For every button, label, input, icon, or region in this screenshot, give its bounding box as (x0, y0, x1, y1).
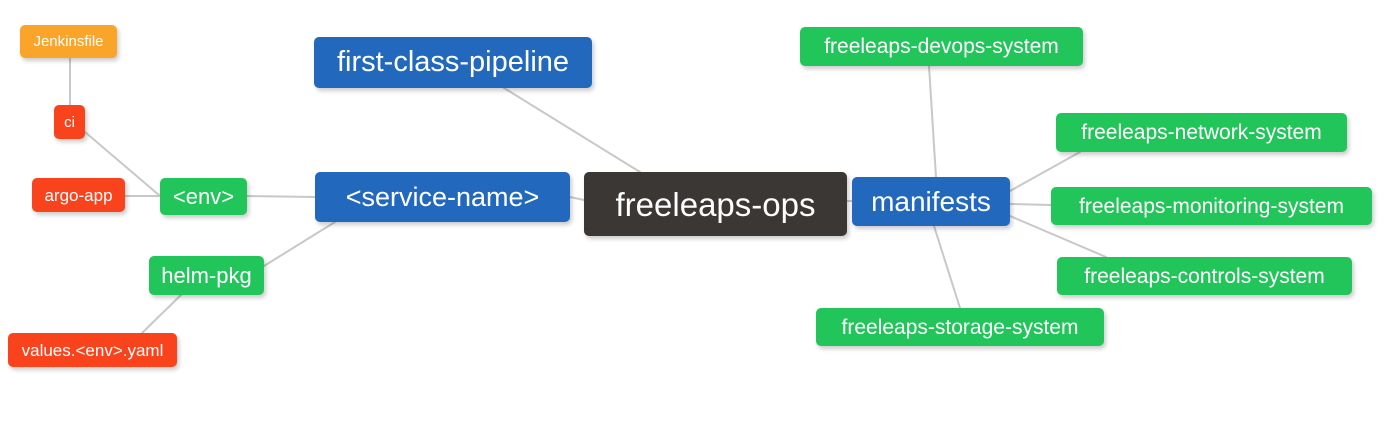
node-ci[interactable]: ci (54, 105, 85, 139)
node-manifests[interactable]: manifests (852, 177, 1010, 226)
node-label-helm-pkg: helm-pkg (161, 262, 252, 288)
node-values-yaml[interactable]: values.<env>.yaml (8, 333, 177, 367)
node-freeleaps-ops[interactable]: freeleaps-ops (584, 172, 847, 236)
node-env[interactable]: <env> (160, 178, 247, 215)
node-first-class-pipeline[interactable]: first-class-pipeline (314, 37, 592, 88)
edge-helm-pkg-to-values-yaml (141, 293, 183, 334)
edge-manifests-to-freeleaps-monitoring-system (1009, 203, 1052, 206)
node-freeleaps-storage-system[interactable]: freeleaps-storage-system (816, 308, 1104, 346)
node-label-manifests: manifests (871, 185, 991, 217)
node-label-freeleaps-storage-system: freeleaps-storage-system (841, 315, 1079, 339)
edge-first-class-pipeline-to-freeleaps-ops (503, 87, 641, 173)
node-argo-app[interactable]: argo-app (32, 178, 125, 212)
node-label-freeleaps-controls-system: freeleaps-controls-system (1084, 264, 1325, 288)
node-freeleaps-devops-system[interactable]: freeleaps-devops-system (800, 27, 1083, 66)
node-label-env: <env> (172, 183, 235, 209)
edge-env-to-service-name (246, 195, 316, 198)
node-label-ci: ci (64, 113, 75, 131)
node-label-jenkinsfile: Jenkinsfile (33, 33, 104, 50)
edge-manifests-to-freeleaps-network-system (1009, 151, 1081, 192)
node-freeleaps-network-system[interactable]: freeleaps-network-system (1056, 113, 1347, 152)
edge-service-name-to-helm-pkg (263, 221, 336, 267)
node-freeleaps-controls-system[interactable]: freeleaps-controls-system (1057, 257, 1352, 295)
node-label-values-yaml: values.<env>.yaml (21, 340, 164, 360)
node-service-name[interactable]: <service-name> (315, 172, 570, 222)
node-label-freeleaps-ops: freeleaps-ops (615, 185, 816, 223)
node-label-service-name: <service-name> (345, 181, 540, 212)
node-label-argo-app: argo-app (44, 185, 113, 205)
node-label-freeleaps-monitoring-system: freeleaps-monitoring-system (1079, 194, 1344, 218)
edge-manifests-to-freeleaps-devops-system (928, 65, 937, 178)
node-label-freeleaps-network-system: freeleaps-network-system (1081, 121, 1322, 144)
node-label-freeleaps-devops-system: freeleaps-devops-system (824, 35, 1059, 58)
node-label-first-class-pipeline: first-class-pipeline (336, 46, 570, 78)
node-helm-pkg[interactable]: helm-pkg (149, 256, 264, 295)
edge-service-name-to-freeleaps-ops (569, 196, 585, 201)
node-freeleaps-monitoring-system[interactable]: freeleaps-monitoring-system (1051, 187, 1372, 225)
node-jenkinsfile[interactable]: Jenkinsfile (20, 25, 117, 58)
edge-manifests-to-freeleaps-storage-system (933, 225, 961, 309)
